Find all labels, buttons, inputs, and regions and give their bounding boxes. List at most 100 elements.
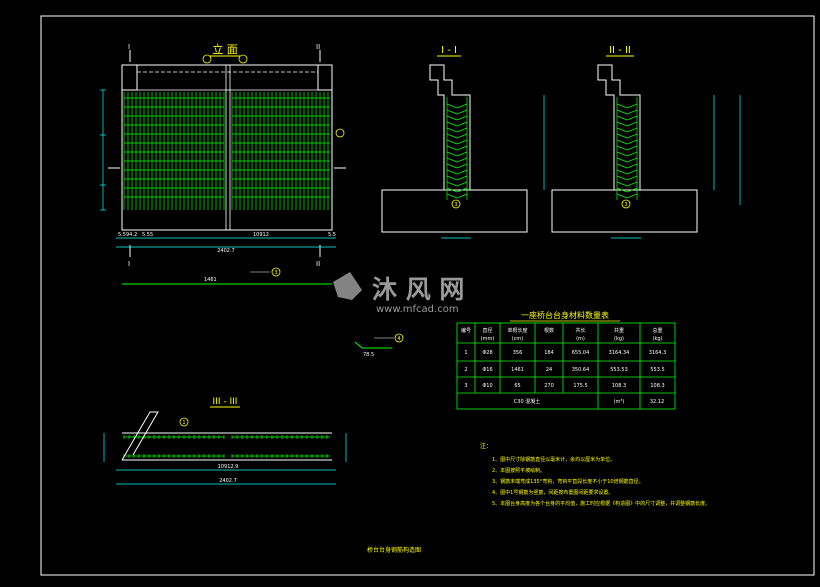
small-rebar-shape [354,341,392,349]
section-1-footing [381,189,528,233]
table-header-unit: (m) [576,336,585,342]
callout-circle-1 [202,54,212,64]
table-cell: 3164.3 [649,350,667,356]
section-stirrup [626,181,638,187]
section-stirrup [616,163,628,169]
section-stirrup [626,145,638,151]
section-2-callout-label: 3 [624,202,627,208]
long-rebar-callout [271,267,281,277]
long-rebar-length: 1461 [204,277,217,283]
table-cell: 270 [544,383,554,389]
table-cell: 655.04 [572,350,590,356]
table-header-cell: 根数 [544,327,554,334]
plan-dim-total: 2402.7 [219,478,237,484]
section-stirrup [616,193,628,199]
watermark-logo-icon [333,272,362,300]
table-title: 一座桥台台身材料数量表 [521,310,609,320]
section-stirrup [446,193,458,199]
table-cell: 1 [464,350,467,356]
section-stirrup [446,115,458,121]
section-stirrup [446,169,458,175]
table-header-unit: (mm) [481,336,495,342]
plan-title: III - III [213,397,238,407]
section-stirrup [616,109,628,115]
section-stirrup [456,175,468,181]
table-grid [456,322,676,410]
table-header-cell: 总重 [652,327,662,334]
long-rebar-callout-label: 3 [274,270,277,276]
section-label-i-bottom: I [128,260,130,268]
section-stirrup [456,163,468,169]
section-stirrup [446,181,458,187]
note-4: 4、图中1号钢筋为竖筋，间距按布置图间距要求设置。 [492,489,613,496]
section-stirrup [626,151,638,157]
table-cell: Φ16 [482,367,492,373]
section-stirrup [626,109,638,115]
section-stirrup [456,103,468,109]
section-stirrup [456,127,468,133]
section-stirrup [626,157,638,163]
section-2-rebar [616,97,638,200]
bottom-dim-total: 2402.7 [217,248,235,254]
section-stirrup [626,103,638,109]
table-cell: 350.64 [572,367,590,373]
table-header-unit: (kg) [653,336,663,342]
table-cell: 553.53 [610,367,628,373]
section-2-title: II - II [609,45,631,56]
table-cell: 3 [464,383,467,389]
table-cell: 65 [514,383,520,389]
table-cell: 108.3 [650,383,664,389]
table-outline [456,322,676,410]
bottom-dim-b: 94.2 [126,232,137,238]
table-footer-value: 32.12 [650,399,664,405]
section-stirrup [456,115,468,121]
section-1-callout [451,199,461,209]
section-stirrup [616,151,628,157]
table-header-unit: (kg) [614,336,624,342]
section-1-view: I - I 3 [381,45,545,239]
section-stirrup [616,169,628,175]
section-2-footing [551,189,698,233]
section-stirrup [616,157,628,163]
section-stirrup [626,169,638,175]
section-stirrup [616,145,628,151]
table-cell: 184 [544,350,554,356]
table-header-cell: 单根长度 [507,327,527,334]
small-rebar-callout [394,333,404,343]
section-stirrup [446,163,458,169]
section-1-rebar [446,97,468,200]
section-stirrup [626,133,638,139]
section-stirrup [456,121,468,127]
table-cell: 108.3 [612,383,626,389]
section-stirrup [616,121,628,127]
plan-callout-label: 1 [182,420,185,426]
section-stirrup [626,127,638,133]
section-stirrup [456,139,468,145]
table-header-cell: 编号 [461,327,471,334]
section-label-i-top: I [128,43,130,51]
table-footer-label: C30 混凝土 [514,398,540,405]
plan-wing-wall [121,411,159,461]
elevation-outline [121,64,333,231]
table-cell: 1461 [511,367,524,373]
section-2-view: II - II 3 [551,45,741,239]
table-cell: 175.5 [573,383,587,389]
table-cell: 24 [546,367,552,373]
section-stirrup [616,127,628,133]
section-stirrup [616,115,628,121]
section-stirrup [626,175,638,181]
section-stirrup [446,133,458,139]
section-stirrup [626,193,638,199]
table-header-cell: 直径 [482,327,492,334]
note-3: 3、钢筋末端弯成135°弯钩，弯钩平直段长度不小于10倍钢筋直径。 [492,478,644,485]
section-stirrup [456,133,468,139]
section-stirrup [446,151,458,157]
section-2-callout [621,199,631,209]
table-cell: Φ28 [482,350,492,356]
material-table: 一座桥台台身材料数量表 编号直径(mm)单根长度(cm)根数共长(m)共重(kg… [456,310,676,410]
section-stirrup [446,127,458,133]
note-5: 5、本图台身高度为各个台身的平均值，施工时应根据《构造图》中的尺寸调整，并调整钢… [492,500,710,507]
section-stirrup [456,157,468,163]
section-stirrup [446,109,458,115]
